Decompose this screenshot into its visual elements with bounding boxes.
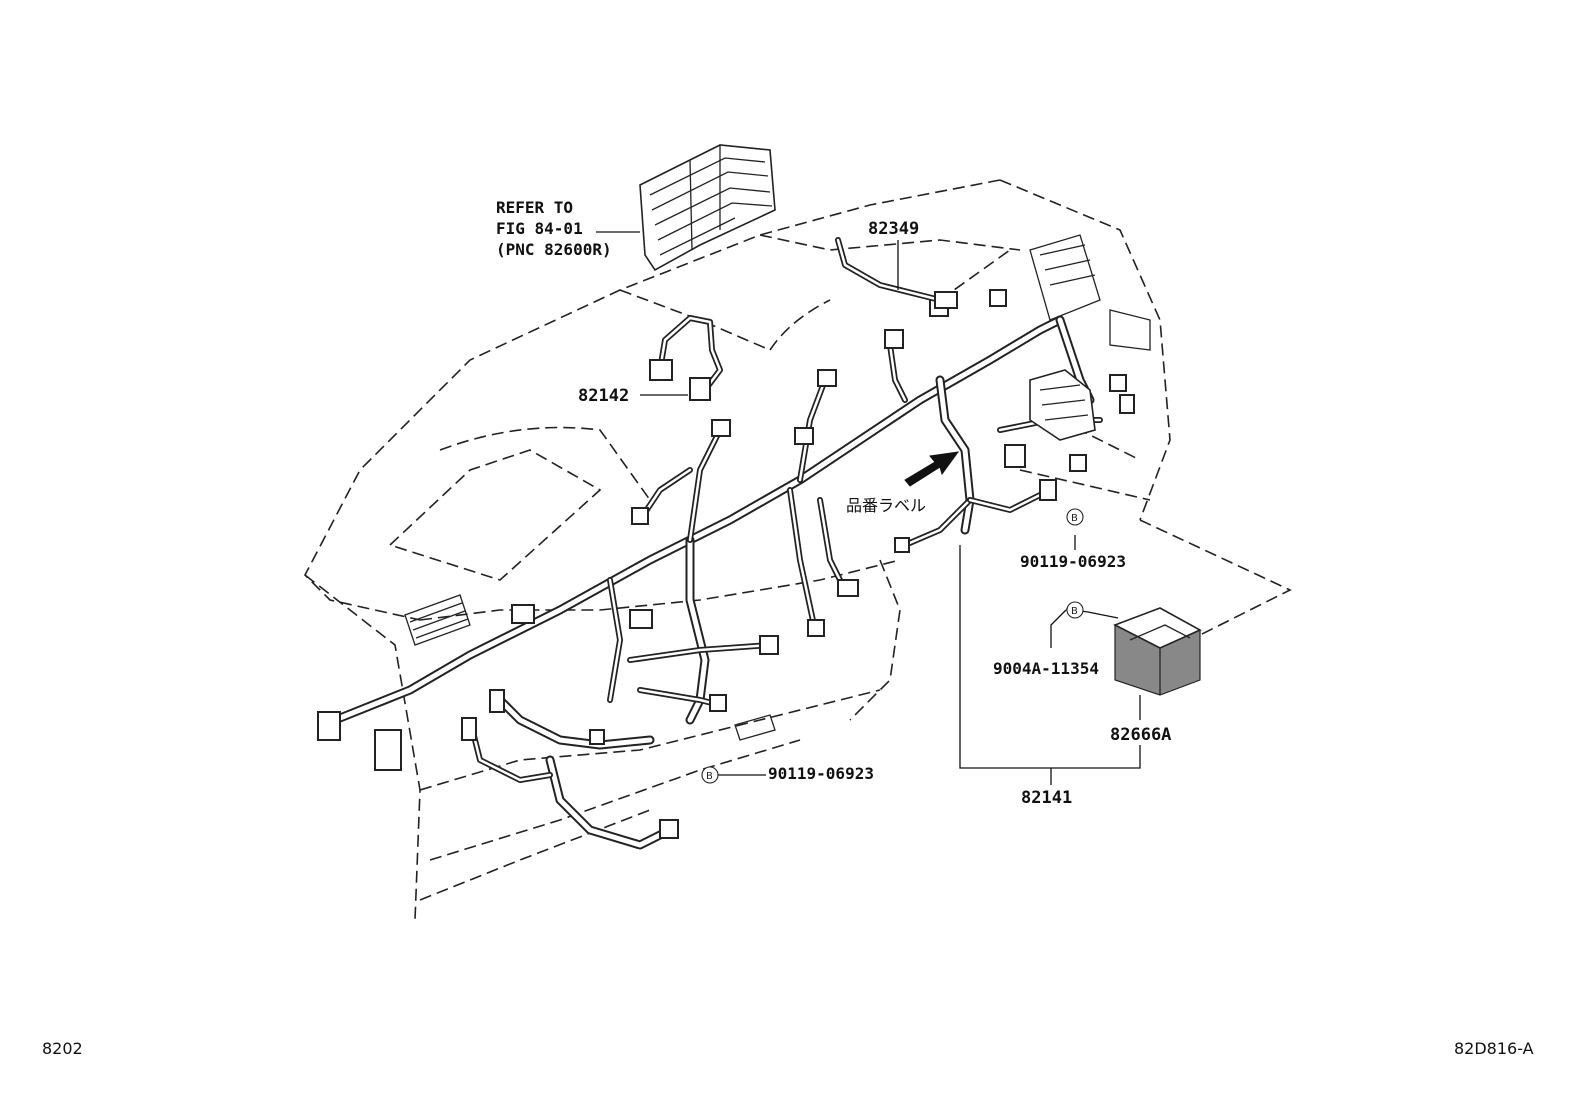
callout-82349: 82349 (868, 219, 919, 239)
bolt-symbol-middle: B (1066, 601, 1084, 619)
bolt-symbol-right: B (1066, 508, 1084, 526)
bracket-82666A (1113, 607, 1202, 696)
callout-90119-bottom: 90119-06923 (768, 764, 874, 783)
callout-9004A: 9004A-11354 (993, 659, 1099, 678)
label-arrow (904, 451, 960, 487)
callout-82666A: 82666A (1110, 725, 1171, 745)
bolt-symbol-bottom-text: B (706, 771, 713, 782)
vent-small (734, 714, 776, 741)
sub-harness-82142 (649, 315, 723, 401)
connectors (317, 289, 1135, 839)
bolt-symbol-right-text: B (1071, 513, 1078, 524)
bolt-symbol-middle-text: B (1071, 606, 1078, 617)
leader-lines (596, 231, 1141, 785)
sub-harness-82349 (835, 237, 958, 309)
callout-90119-right: 90119-06923 (1020, 552, 1126, 571)
refer-note-line3: (PNC 82600R) (496, 240, 612, 259)
callout-82141: 82141 (1021, 788, 1072, 808)
air-vent-left (404, 594, 471, 646)
refer-note-line2: FIG 84-01 (496, 219, 583, 238)
junction-block (1029, 369, 1096, 441)
dashboard-outline (304, 179, 1292, 921)
refer-note-line1: REFER TO (496, 198, 573, 217)
part-number-label: 品番ラベル (846, 496, 926, 515)
air-vent-right (1029, 234, 1151, 351)
footer-figure-number: 8202 (42, 1039, 83, 1058)
bolt-symbol-bottom: B (701, 766, 719, 784)
ecu-module (639, 144, 776, 272)
callout-82142: 82142 (578, 386, 629, 406)
footer-diagram-id: 82D816-A (1454, 1039, 1534, 1058)
branch-wires (467, 342, 1103, 783)
